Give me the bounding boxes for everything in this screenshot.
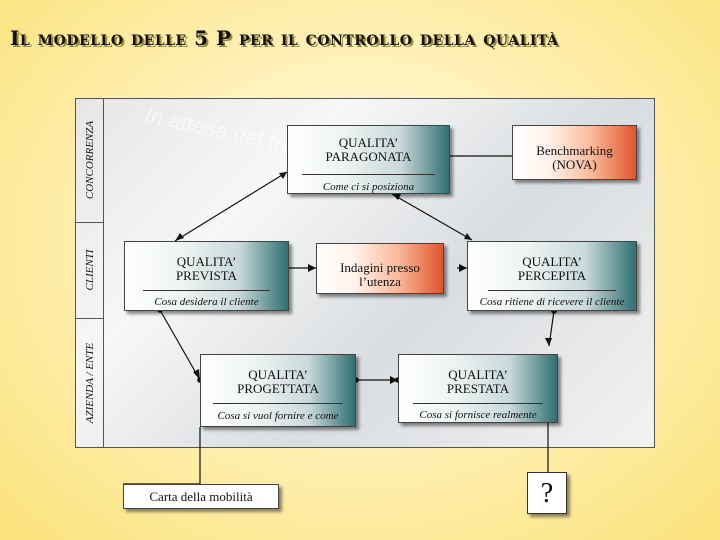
box-label: Carta della mobilità [124,490,278,504]
box-divider [488,290,616,291]
box-label: Benchmarking (NOVA) [513,144,636,172]
box-indagini: Indagini presso l’utenza [316,243,444,294]
box-label: QUALITA’ PERCEPITA [468,255,636,283]
box-label: Indagini presso l’utenza [317,261,443,289]
side-divider [75,222,104,223]
box-subtitle: Cosa si vuol fornire e come [201,410,355,422]
box-divider [143,290,270,291]
box-qualita-prestata: QUALITA’ PRESTATA Cosa si fornisce realm… [398,354,558,423]
side-divider [75,318,104,319]
side-label-azienda: AZIENDA / ENTE [84,333,96,433]
box-label: QUALITA’ PRESTATA [399,368,557,396]
box-benchmarking: Benchmarking (NOVA) [512,125,637,180]
side-label-clienti: CLIENTI [84,235,96,305]
box-label: QUALITA’ PARAGONATA [288,136,449,164]
box-label: QUALITA’ PROGETTATA [201,368,355,396]
box-subtitle: Come ci si posiziona [288,181,449,193]
box-divider [413,403,543,404]
box-qualita-prevista: QUALITA’ PREVISTA Cosa desidera il clien… [124,241,289,311]
box-qualita-percepita: QUALITA’ PERCEPITA Cosa ritiene di ricev… [467,241,637,311]
box-subtitle: Cosa ritiene di ricevere il cliente [468,296,636,308]
page-title: Il modello delle 5 P per il controllo de… [10,26,710,50]
box-qualita-progettata: QUALITA’ PROGETTATA Cosa si vuol fornire… [200,354,356,427]
box-divider [302,174,435,175]
box-subtitle: Cosa desidera il cliente [125,296,288,308]
box-carta-mobilita: Carta della mobilità [123,484,279,509]
question-box: ? [527,472,567,514]
box-subtitle: Cosa si fornisce realmente [399,409,557,421]
box-label: QUALITA’ PREVISTA [125,255,288,283]
box-qualita-paragonata: QUALITA’ PARAGONATA Come ci si posiziona [287,125,450,194]
side-label-concorrenza: CONCORRENZA [84,110,96,210]
box-divider [213,403,343,404]
